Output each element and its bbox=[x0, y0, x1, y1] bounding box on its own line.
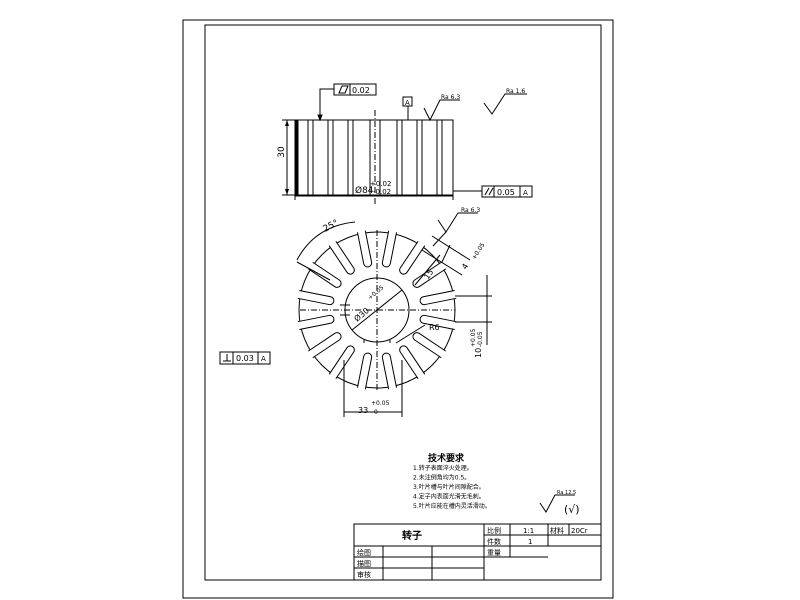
roughness-other-bracket: (√) bbox=[564, 503, 580, 516]
title-check-label: 审核 bbox=[357, 570, 371, 579]
flatness-value: 0.02 bbox=[352, 86, 370, 95]
title-qty-label: 件数 bbox=[487, 537, 501, 546]
datum-ref-parallel: A bbox=[523, 189, 528, 197]
dim-angle-label: 25° bbox=[322, 218, 341, 234]
inner-border bbox=[204, 24, 602, 581]
rotor-slot bbox=[419, 289, 457, 306]
rotor-slot bbox=[297, 314, 335, 331]
roughness-symbol-slot bbox=[432, 212, 478, 247]
rotor-slot bbox=[412, 332, 447, 359]
tech-req-list: 1.转子表面淬火处理。 2.未注倒角均为0.5。3.叶片槽与叶片间隙配合。 4.定子… bbox=[413, 464, 491, 510]
dimension-slot-width bbox=[421, 235, 471, 276]
rotor-side-view bbox=[294, 110, 454, 205]
datum-ref-perp: A bbox=[261, 355, 266, 363]
dim-slot-width-tol: +0.05 bbox=[471, 242, 487, 261]
dim-33-lower: 0 bbox=[374, 409, 378, 416]
tech-req-item: 5.叶片应能在槽内灵活滑动。 bbox=[413, 502, 491, 510]
dimension-slot-depth bbox=[414, 254, 441, 286]
dim-key-main: 10 bbox=[474, 348, 483, 358]
rotor-slot bbox=[419, 314, 457, 331]
dim-33-upper: +0.05 bbox=[371, 400, 390, 407]
title-material-value: 20Cr bbox=[571, 527, 588, 535]
title-part-name: 转子 bbox=[402, 529, 422, 542]
parallelism-tolerance-frame bbox=[453, 185, 533, 198]
title-design-label: 描图 bbox=[357, 559, 371, 568]
radius-leader bbox=[395, 324, 426, 344]
dimension-diameter bbox=[294, 195, 454, 200]
dim-diameter-upper: +0.02 bbox=[370, 180, 391, 188]
rotor-slot bbox=[307, 261, 342, 288]
roughness-other-symbol bbox=[539, 494, 575, 513]
title-qty-value: 1 bbox=[528, 538, 532, 546]
datum-marker-top bbox=[402, 96, 413, 120]
rotor-slot bbox=[356, 230, 373, 268]
title-material-label: 材料 bbox=[550, 526, 564, 535]
roughness-slot-label: Ra 6.3 bbox=[461, 207, 480, 214]
dimension-key bbox=[455, 275, 492, 345]
dim-diameter-main: Ø84 bbox=[355, 185, 374, 196]
dim-diameter-lower: -0.02 bbox=[373, 188, 391, 196]
title-scale-value: 1:1 bbox=[523, 527, 534, 535]
dim-radius: R6 bbox=[429, 323, 440, 332]
dim-bore-main: Ø30 bbox=[352, 305, 371, 323]
title-drawn-label: 绘图 bbox=[357, 548, 371, 557]
rotor-slot bbox=[399, 345, 426, 380]
perpendicularity-value: 0.03 bbox=[236, 354, 254, 363]
dim-slot-width: 4 bbox=[460, 262, 470, 271]
roughness-general-symbol bbox=[483, 93, 527, 115]
roughness-1-label: Ra 6.3 bbox=[441, 94, 460, 101]
dim-33-main: 33 bbox=[358, 406, 368, 415]
rotor-slot bbox=[381, 230, 398, 268]
dim-bore-tol: +0.05 bbox=[367, 284, 386, 301]
title-scale-label: 比例 bbox=[487, 526, 501, 535]
dim-key-upper: +0.05 bbox=[470, 328, 477, 347]
rotor-slot bbox=[412, 261, 447, 288]
flatness-tolerance-frame bbox=[317, 83, 377, 122]
outer-border bbox=[182, 19, 614, 599]
rotor-slot bbox=[297, 289, 335, 306]
tech-req-item: 4.定子内表面光滑无毛刺。 bbox=[413, 493, 485, 501]
title-block bbox=[353, 523, 602, 581]
rotor-slot bbox=[328, 345, 355, 380]
rotor-slot bbox=[356, 352, 373, 390]
rotor-slot bbox=[307, 332, 342, 359]
roughness-other-label: Ra 12.5 bbox=[557, 490, 576, 496]
dimension-height bbox=[282, 119, 295, 196]
roughness-symbol-1 bbox=[423, 99, 460, 122]
title-weight-label: 重量 bbox=[487, 549, 501, 557]
roughness-general-label: Ra 1.6 bbox=[506, 88, 525, 95]
dim-height-label: 30 bbox=[277, 146, 287, 158]
rotor-slot bbox=[381, 352, 398, 390]
dim-key-lower: -0.05 bbox=[477, 331, 484, 347]
bore-dim-line bbox=[351, 289, 403, 331]
dimension-angle bbox=[296, 221, 356, 281]
tech-req-item: 3.叶片槽与叶片间隙配合。 bbox=[413, 483, 485, 491]
rotor-slot bbox=[399, 240, 426, 275]
tech-req-title: 技术要求 bbox=[428, 452, 465, 464]
datum-a-glyph: A bbox=[405, 99, 410, 107]
tech-req-item: 2.未注倒角均为0.5。 bbox=[413, 474, 470, 482]
parallelism-value: 0.05 bbox=[497, 188, 515, 197]
tech-req-item: 1.转子表面淬火处理。 bbox=[413, 464, 473, 472]
dimension-33 bbox=[343, 360, 403, 417]
rotor-slot bbox=[328, 240, 355, 275]
perpendicularity-tolerance-frame bbox=[219, 351, 271, 365]
